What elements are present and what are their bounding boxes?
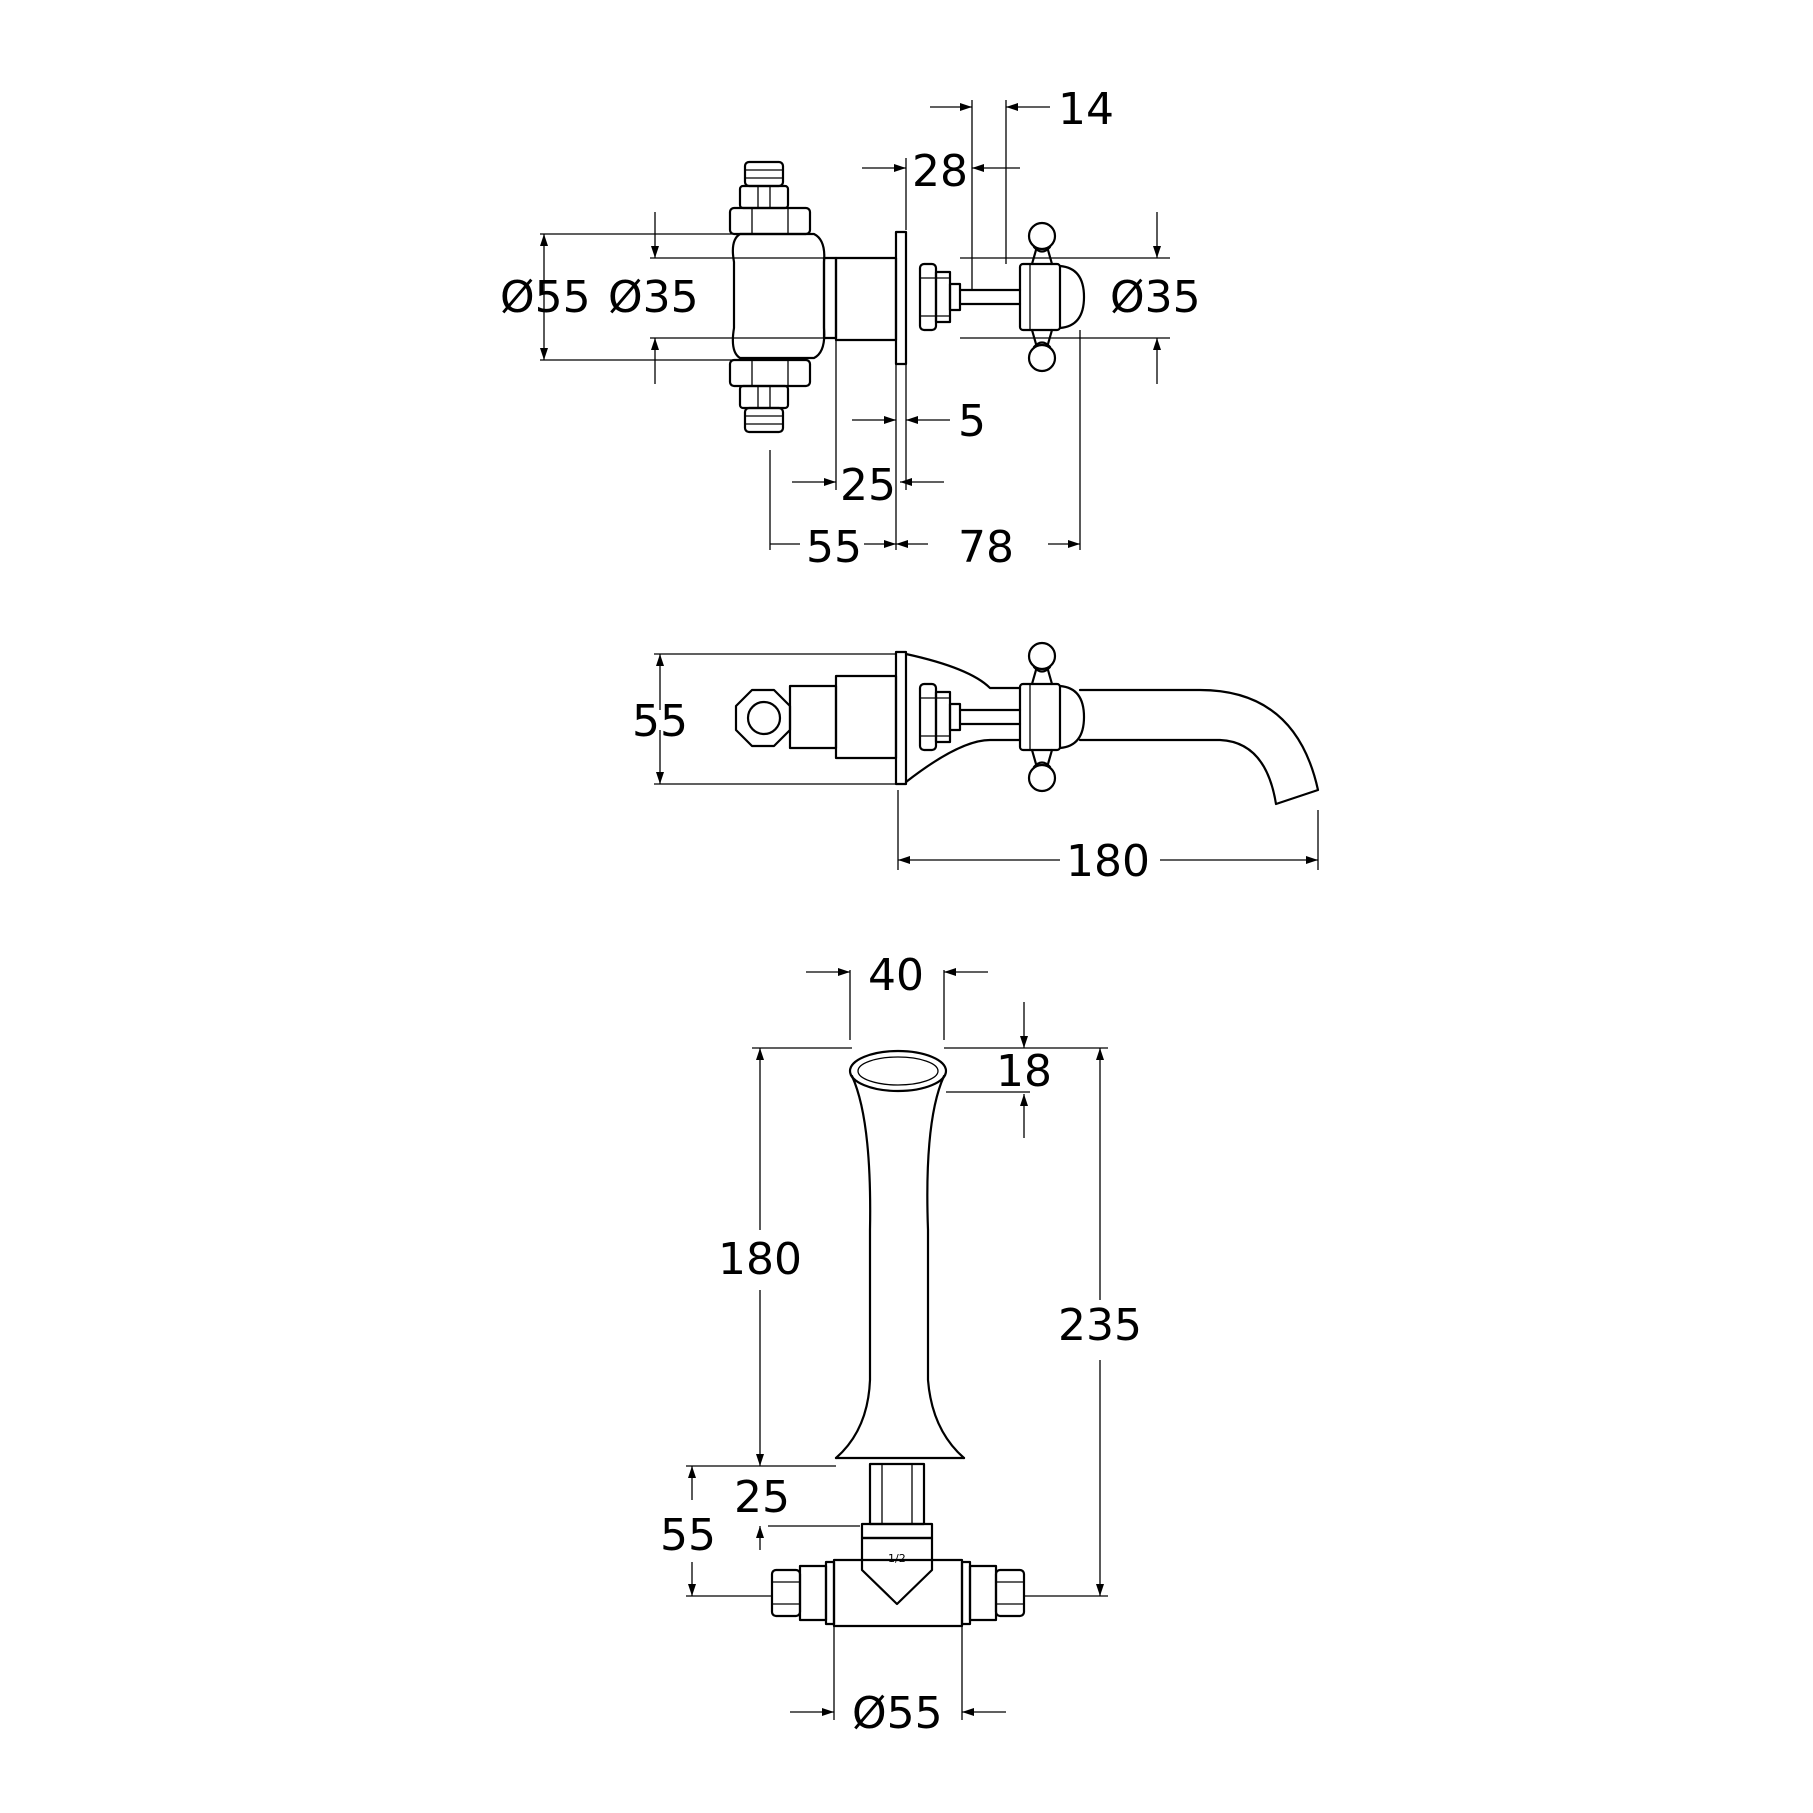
front-dim-18: 18 [996, 1046, 1052, 1097]
top-dim-5: 5 [958, 396, 986, 447]
size-mark: 1/2 [888, 1552, 906, 1565]
top-view: 14 28 Ø55 Ø35 Ø35 5 25 55 78 [500, 84, 1201, 573]
top-dim-55: 55 [806, 522, 862, 573]
top-dim-14: 14 [1058, 84, 1114, 135]
top-dimensions [540, 100, 1170, 550]
side-view: 55 180 [632, 641, 1320, 887]
front-valve: 1/2 [770, 1462, 1026, 1628]
front-dimensions [686, 968, 1108, 1720]
top-valve-body [728, 160, 838, 434]
front-dim-235: 235 [1058, 1300, 1142, 1351]
side-tap-body [734, 641, 1320, 806]
side-dim-180: 180 [1066, 836, 1150, 887]
side-dimensions [654, 653, 1319, 870]
side-dim-55: 55 [632, 696, 688, 747]
top-dim-dia55: Ø55 [500, 272, 591, 323]
front-view: 1/2 [660, 950, 1142, 1739]
top-dim-dia35-right: Ø35 [1110, 272, 1201, 323]
top-dim-dia35-left: Ø35 [608, 272, 699, 323]
top-dim-78: 78 [958, 522, 1014, 573]
front-dim-25: 25 [734, 1472, 790, 1523]
top-dim-28: 28 [912, 146, 968, 197]
front-spout [834, 1049, 966, 1460]
front-dim-40: 40 [868, 950, 924, 1001]
front-dim-55: 55 [660, 1510, 716, 1561]
front-dim-180: 180 [718, 1234, 802, 1285]
front-dim-dia55: Ø55 [852, 1688, 943, 1739]
top-handle-assembly [834, 221, 1086, 373]
top-dim-25: 25 [840, 460, 896, 511]
